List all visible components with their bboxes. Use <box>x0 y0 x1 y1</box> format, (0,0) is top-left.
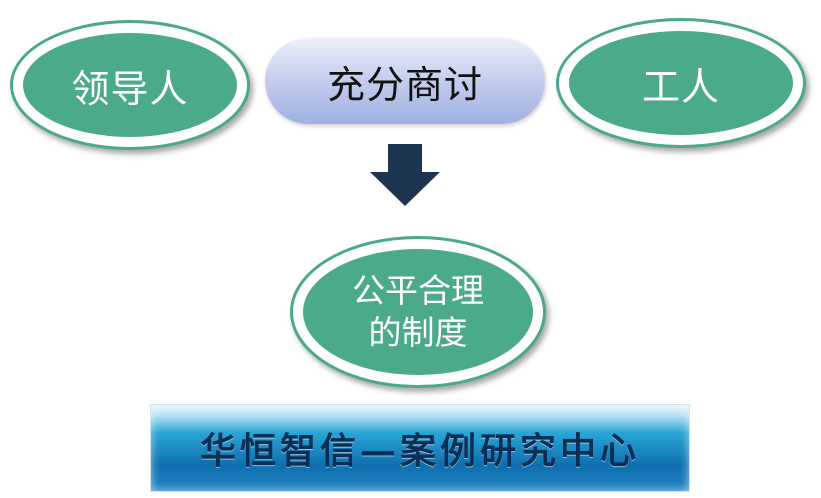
result-node: 公平合理 的制度 <box>290 236 546 388</box>
footer-banner: 华恒智信—案例研究中心 <box>150 404 690 492</box>
leader-label: 领导人 <box>71 66 189 111</box>
worker-label: 工人 <box>641 64 720 109</box>
worker-node: 工人 <box>556 18 806 148</box>
discussion-node: 充分商讨 <box>265 38 545 124</box>
down-arrow-icon <box>370 144 440 206</box>
banner-text: 华恒智信—案例研究中心 <box>199 430 640 472</box>
discussion-label: 充分商讨 <box>326 62 483 107</box>
leader-node: 领导人 <box>10 20 250 150</box>
result-label-line2: 的制度 <box>368 313 468 352</box>
result-label-line1: 公平合理 <box>352 271 484 310</box>
